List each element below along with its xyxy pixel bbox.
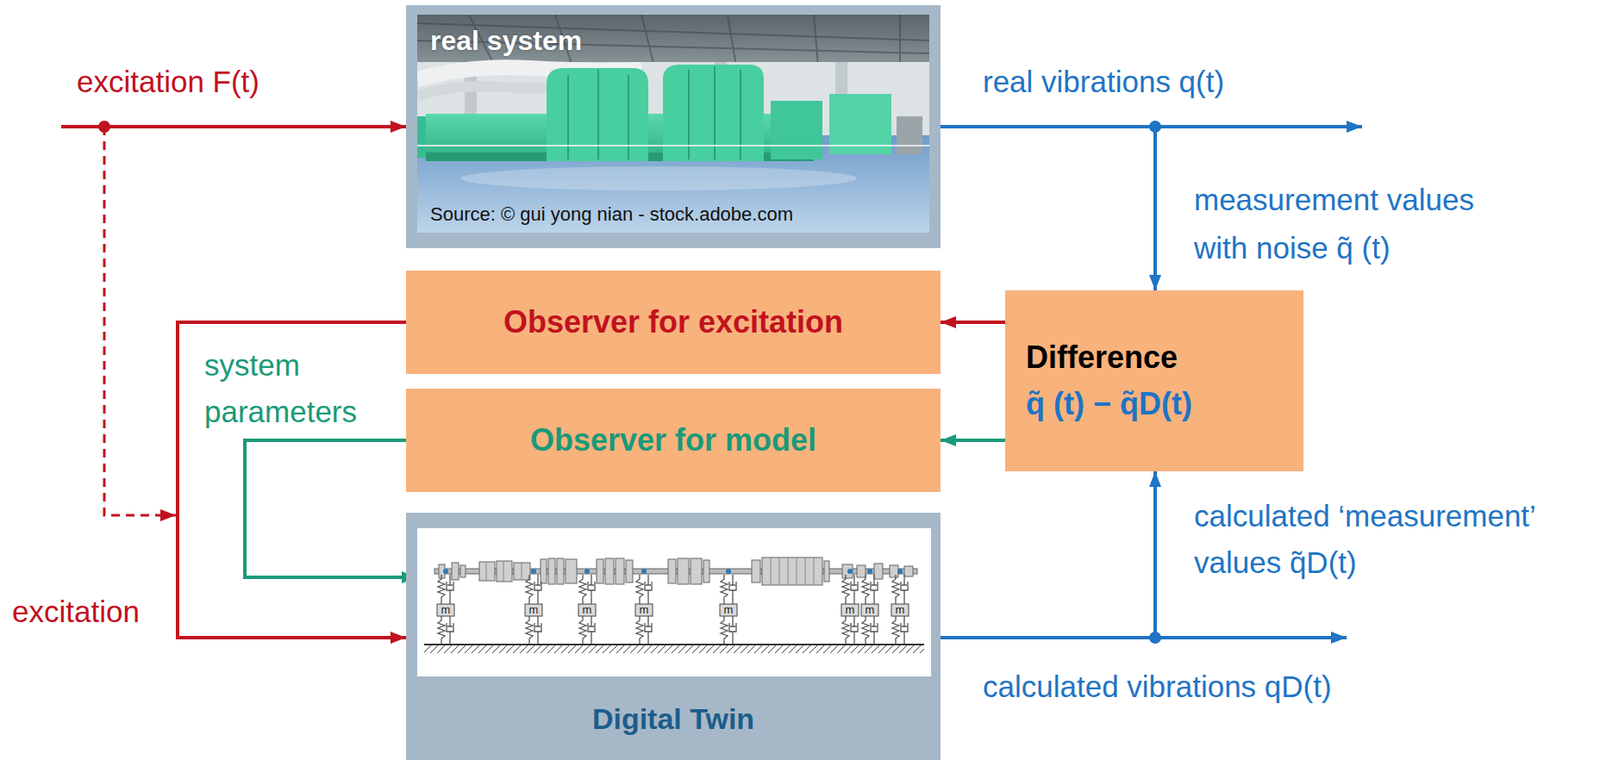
signal-label-holder: excitation F(t) <box>76 63 260 100</box>
mass-label: m <box>719 603 738 618</box>
mass-label-holder: m <box>861 603 879 618</box>
signal-label: calculated vibrations qD(t) <box>982 668 1332 706</box>
difference-box: Differenceq̃ (t) − q̃D(t) <box>1005 290 1304 472</box>
difference-title: Difference <box>1025 334 1178 382</box>
digital-twin-title: Digital Twin <box>592 701 755 737</box>
mass-label: m <box>861 603 879 618</box>
mass-label-holder: m <box>841 603 859 618</box>
observer-box: Observer for excitation <box>406 270 941 375</box>
signal-label: calculated ‘measurement’ values q̃D(t) <box>1193 493 1557 587</box>
signal-arrow <box>940 126 1156 291</box>
excitation-input-line <box>61 125 407 129</box>
signal-label-holder: calculated ‘measurement’ values q̃D(t) <box>1193 493 1557 587</box>
rotor-model-illustration <box>417 528 932 677</box>
signal-label-holder: real vibrations q(t) <box>982 63 1225 100</box>
observer-title: Observer for excitation <box>503 303 844 342</box>
real-system-frame: real systemSource: © gui yong nian - sto… <box>406 5 941 249</box>
mass-label: m <box>437 603 455 618</box>
mass-label-holder: m <box>525 603 543 618</box>
signal-label: real vibrations q(t) <box>982 63 1225 100</box>
mass-label: m <box>635 603 653 618</box>
mass-label-holder: m <box>891 603 909 618</box>
signal-label-holder: excitation <box>12 593 140 631</box>
signal-arrow <box>940 320 1006 325</box>
calculated-vibration-output <box>1155 636 1347 640</box>
mass-label-holder: m <box>578 603 596 618</box>
signal-label: excitation F(t) <box>76 63 260 100</box>
signal-arrow <box>177 322 407 638</box>
signal-arrow <box>940 471 1156 638</box>
mass-label-holder: m <box>635 603 653 618</box>
digital-twin-box: Digital Twin <box>406 512 941 760</box>
junction-dot <box>98 120 111 133</box>
observer-box: Observer for model <box>406 388 941 493</box>
difference-formula: q̃ (t) − q̃D(t) <box>1025 381 1193 428</box>
observer-title: Observer for model <box>530 421 817 460</box>
mass-label: m <box>891 603 909 618</box>
photo-title: real system <box>430 24 582 57</box>
mass-label-holder: m <box>719 603 738 618</box>
real-vibration-output <box>1155 125 1363 129</box>
photo-credit: Source: © gui yong nian - stock.adobe.co… <box>430 203 794 226</box>
mass-label-holder: m <box>437 603 455 618</box>
signal-label: system parameters <box>204 342 394 436</box>
signal-label-holder: calculated vibrations qD(t) <box>982 668 1332 706</box>
signal-label: excitation <box>12 593 140 631</box>
mass-label: m <box>578 603 596 618</box>
mass-label: m <box>525 603 543 618</box>
signal-arrow <box>940 438 1006 443</box>
signal-label-holder: measurement values with noise q̃ (t) <box>1193 175 1513 273</box>
signal-label-holder: system parameters <box>204 342 394 436</box>
mass-label: m <box>841 603 859 618</box>
signal-label: measurement values with noise q̃ (t) <box>1193 175 1513 273</box>
excitation-dashed-line <box>104 126 176 516</box>
signal-arrow <box>244 440 418 578</box>
